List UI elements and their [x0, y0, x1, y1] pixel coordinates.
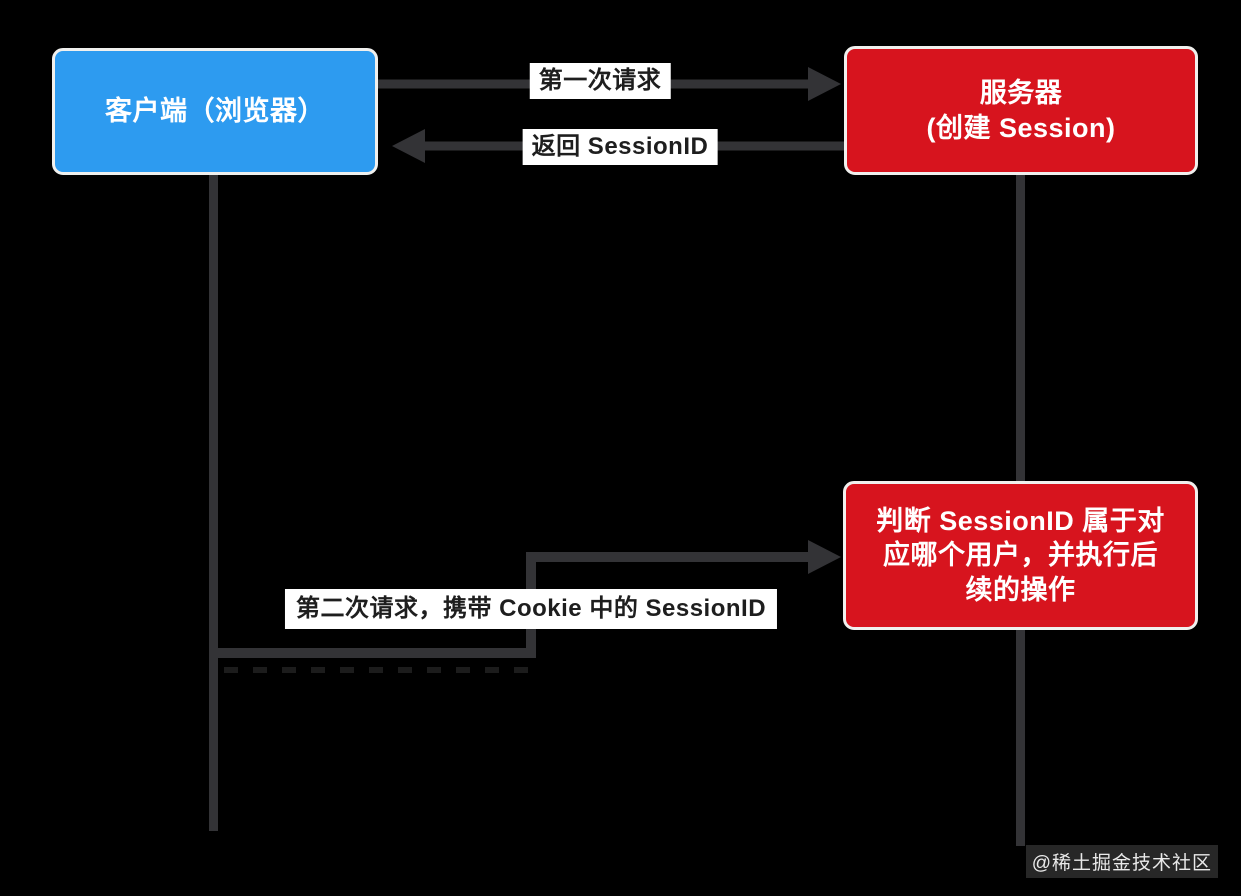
client-node: 客户端（浏览器）: [52, 48, 378, 175]
second-request-label: 第二次请求，携带 Cookie 中的 SessionID: [284, 589, 778, 629]
judge-node-line: 判断 SessionID 属于对: [876, 506, 1165, 537]
watermark: @稀土掘金技术社区: [1025, 845, 1218, 878]
server-node: 服务器 (创建 Session): [844, 46, 1198, 175]
server-node-line: 服务器: [979, 78, 1063, 109]
arrowhead-right-icon: [808, 540, 841, 574]
judge-node: 判断 SessionID 属于对 应哪个用户，并执行后 续的操作: [843, 481, 1198, 630]
arrowhead-left-icon: [392, 129, 425, 163]
judge-node-line: 应哪个用户，并执行后: [883, 540, 1158, 571]
first-request-label: 第一次请求: [529, 63, 671, 99]
arrowhead-right-icon: [808, 67, 841, 101]
return-sessionid-label: 返回 SessionID: [522, 129, 718, 165]
client-node-label: 客户端（浏览器）: [105, 96, 325, 127]
server-node-line: (创建 Session): [926, 112, 1116, 143]
judge-node-line: 续的操作: [965, 574, 1076, 605]
